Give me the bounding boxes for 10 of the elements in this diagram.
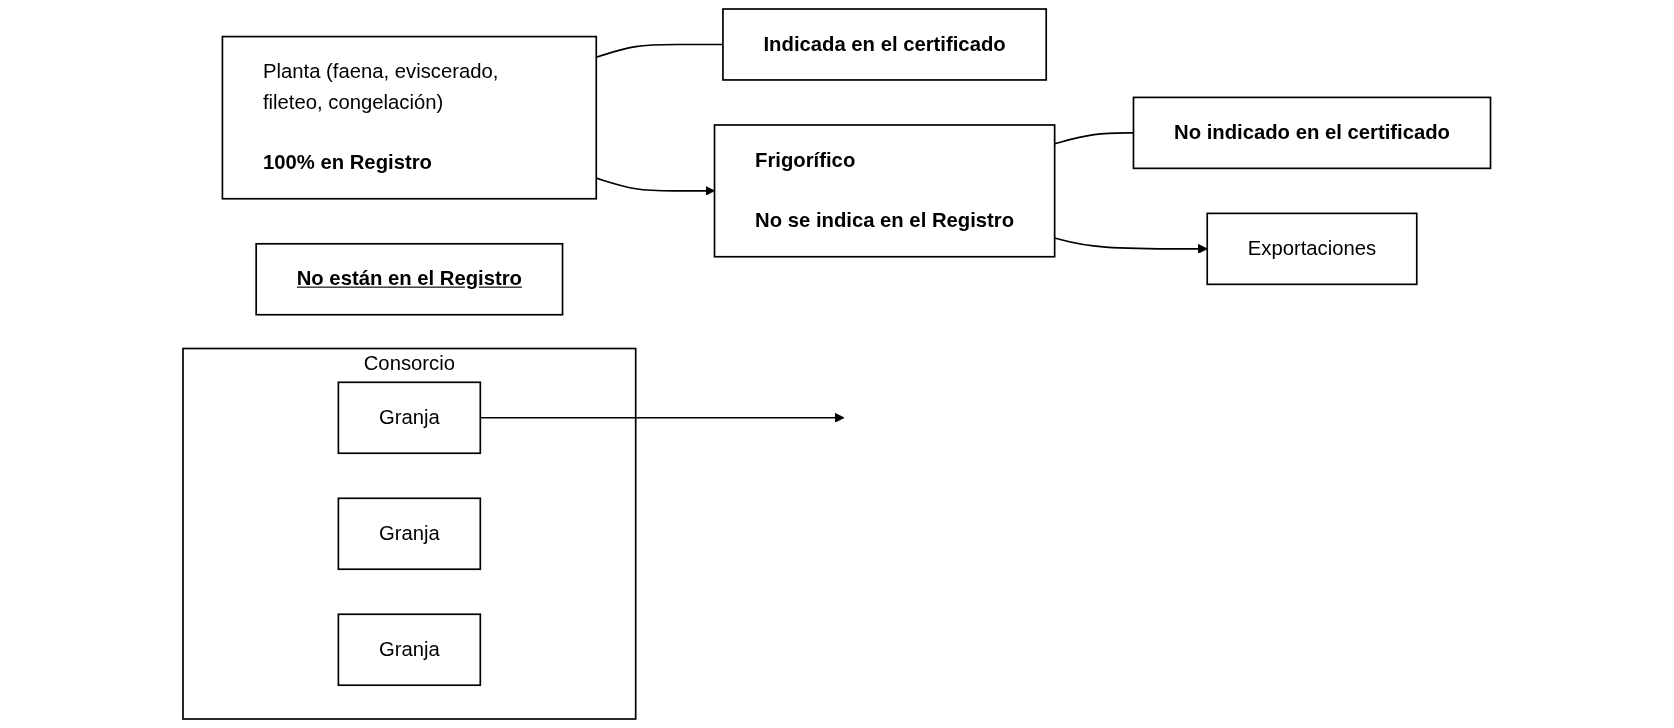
node-box: No indicado en el certificado bbox=[1132, 96, 1492, 170]
node-box: Granja bbox=[337, 381, 482, 455]
node-box: Exportaciones bbox=[1206, 212, 1418, 286]
node-box: Granja bbox=[337, 497, 482, 571]
node-box: Granja bbox=[337, 613, 482, 687]
arrow bbox=[1054, 237, 1208, 254]
node-box: Frigorífico No se indica en el Registro bbox=[713, 124, 1056, 258]
node-box: No están en el Registro bbox=[255, 242, 564, 316]
node-box: Indicada en el certificado bbox=[722, 8, 1048, 81]
node-box: Planta (faena, eviscerado, fileteo, congelación) 100% en Registro bbox=[221, 35, 598, 200]
